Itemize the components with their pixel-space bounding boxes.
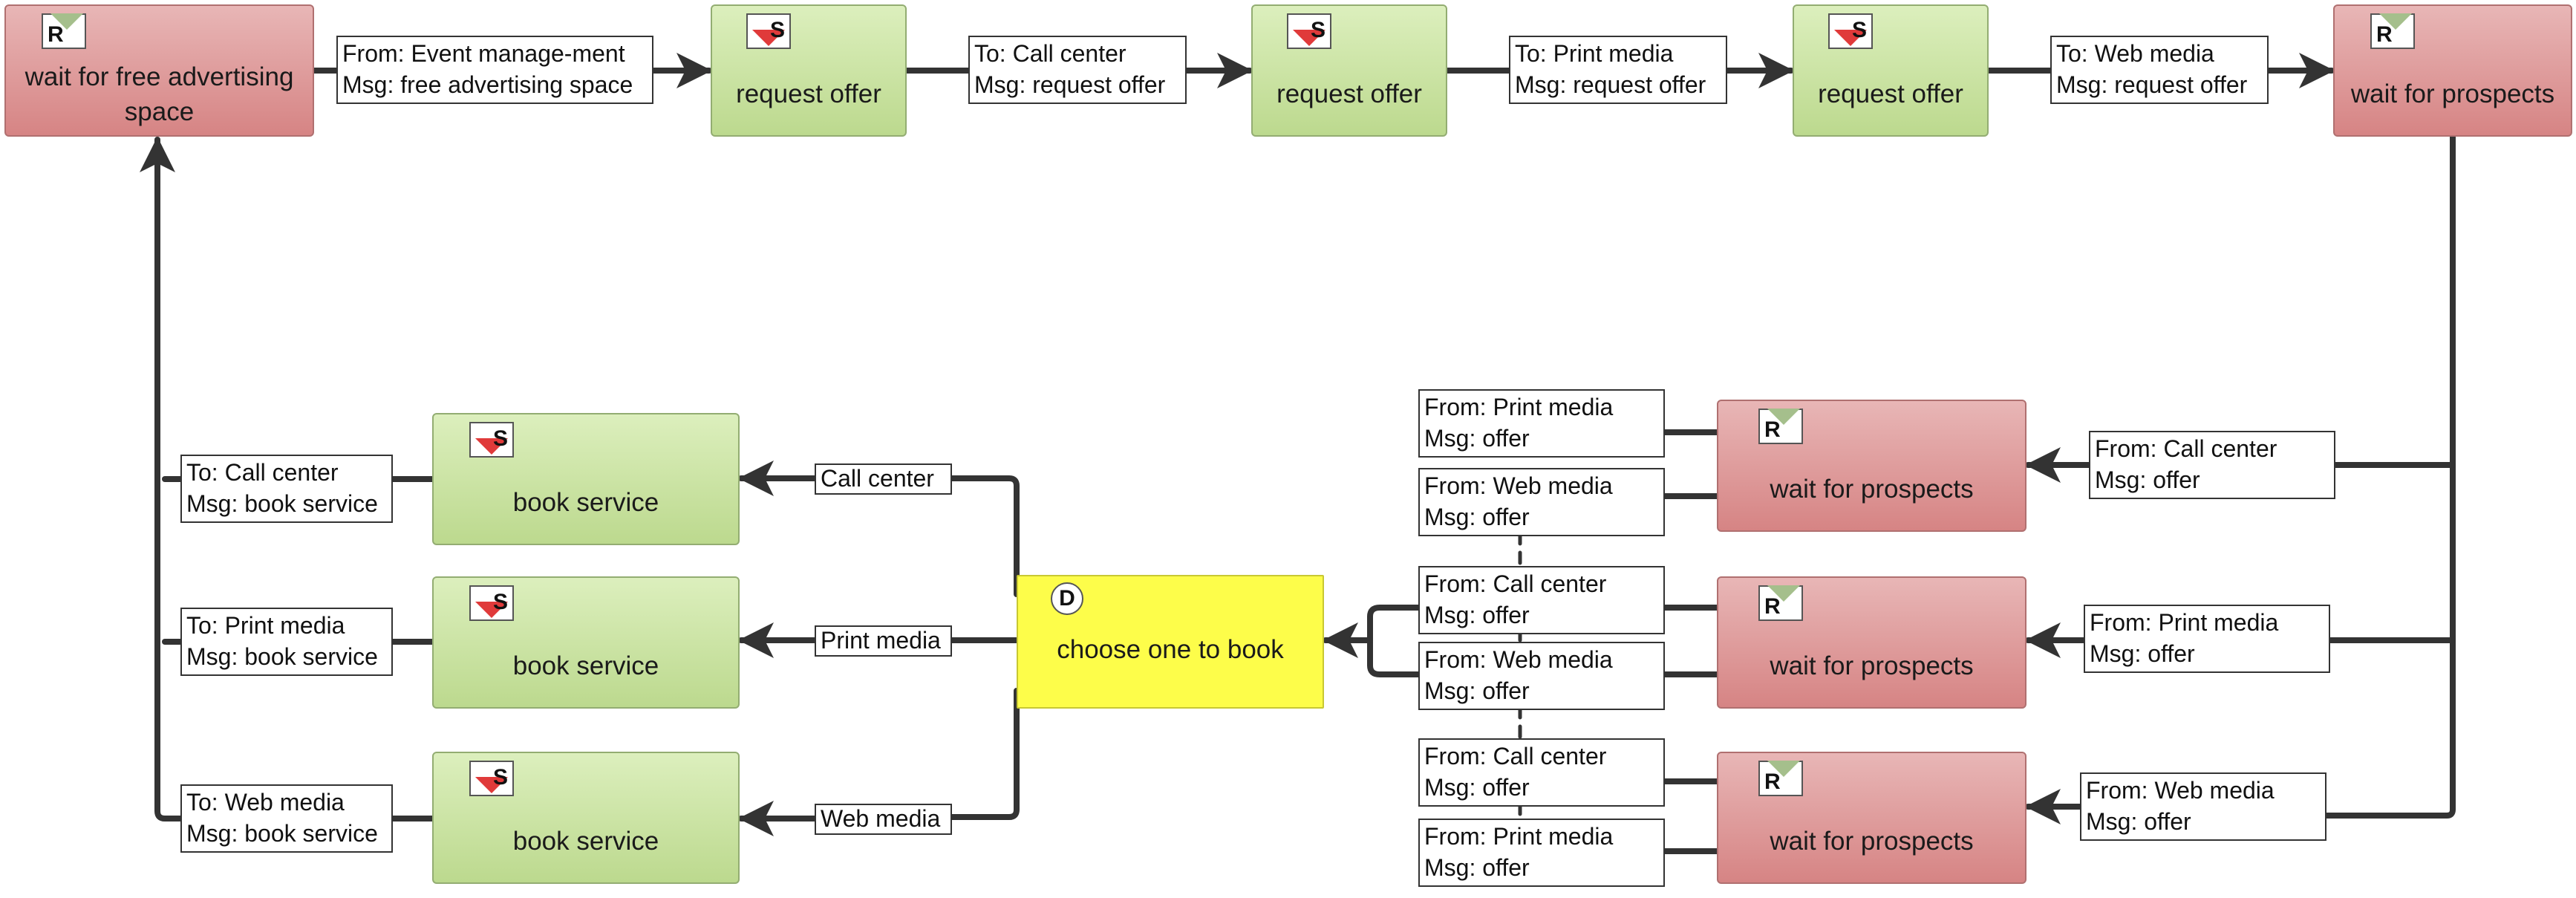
wait-prospects-node-2[interactable]: R wait for prospects bbox=[1717, 576, 2026, 709]
request-offer-node-3[interactable]: S request offer bbox=[1793, 4, 1989, 137]
node-title: wait for prospects bbox=[1770, 651, 1974, 681]
wait-prospects-node-1[interactable]: R wait for prospects bbox=[1717, 400, 2026, 532]
node-title: request offer bbox=[1276, 79, 1422, 109]
send-badge-icon: S bbox=[469, 761, 514, 796]
wait-prospects-node-3[interactable]: R wait for prospects bbox=[1717, 752, 2026, 884]
connector-edge-26 bbox=[949, 688, 1020, 820]
choose-one-decision-node[interactable]: D choose one to book bbox=[1017, 575, 1324, 709]
send-badge-icon: S bbox=[469, 422, 514, 458]
send-badge-icon: S bbox=[469, 585, 514, 621]
send-badge-icon: S bbox=[1287, 13, 1331, 49]
node-title: wait for prospects bbox=[2350, 79, 2555, 109]
request-offer-node-2[interactable]: S request offer bbox=[1251, 4, 1447, 137]
node-title: wait for prospects bbox=[1770, 827, 1974, 856]
wait-free-space-node[interactable]: R wait for free advertising space bbox=[4, 4, 314, 137]
book-service-node-3[interactable]: S book service bbox=[432, 752, 740, 884]
node-title: wait for prospects bbox=[1770, 475, 1974, 504]
node-title: wait for free advertising space bbox=[25, 62, 294, 126]
wait-prospects-top-node[interactable]: R wait for prospects bbox=[2333, 4, 2572, 137]
decision-badge-icon: D bbox=[1051, 582, 1083, 615]
node-title: request offer bbox=[1818, 79, 1963, 109]
send-badge-icon: S bbox=[1828, 13, 1873, 49]
connector-edge-9 bbox=[2324, 134, 2456, 819]
node-title: book service bbox=[512, 827, 659, 856]
receive-badge-icon: R bbox=[2370, 13, 2415, 49]
choice-label-web-media: Web media bbox=[815, 804, 952, 835]
choice-label-print-media: Print media bbox=[815, 625, 952, 657]
node-title: choose one to book bbox=[1057, 635, 1284, 665]
book-service-node-1[interactable]: S book service bbox=[432, 413, 740, 545]
node-title: book service bbox=[512, 488, 659, 518]
request-offer-node-1[interactable]: S request offer bbox=[711, 4, 907, 137]
send-badge-icon: S bbox=[746, 13, 791, 49]
node-title: book service bbox=[512, 651, 659, 681]
receive-badge-icon: R bbox=[1758, 761, 1803, 796]
connector-edge-22 bbox=[1367, 605, 1421, 677]
receive-badge-icon: R bbox=[1758, 585, 1803, 621]
book-service-node-2[interactable]: S book service bbox=[432, 576, 740, 709]
receive-badge-icon: R bbox=[1758, 409, 1803, 444]
connector-edge-25 bbox=[949, 475, 1020, 597]
connector-edge-35 bbox=[140, 137, 183, 821]
node-title: request offer bbox=[736, 79, 881, 109]
receive-badge-icon: R bbox=[42, 13, 86, 49]
choice-label-call-center: Call center bbox=[815, 463, 952, 495]
